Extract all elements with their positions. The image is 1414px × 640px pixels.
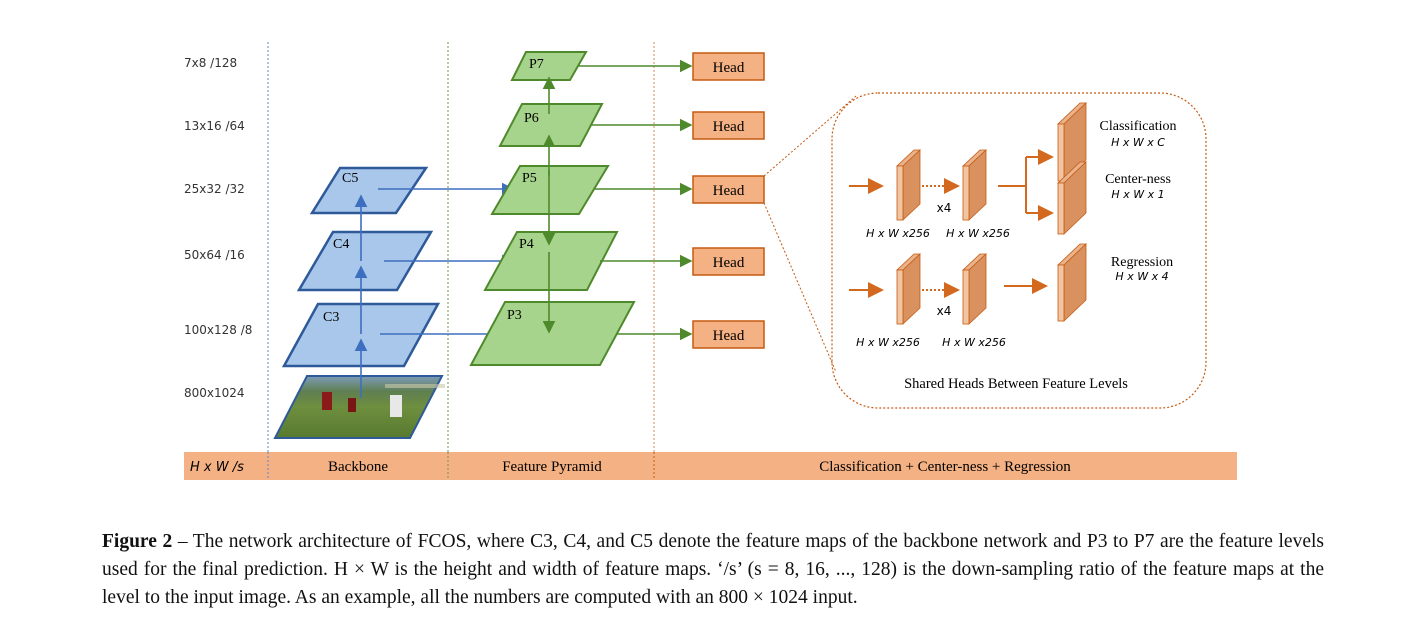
- feature-block: [1057, 182, 1065, 235]
- pyramid-p6: [498, 103, 604, 147]
- scale-label-p3: 100x128 /8: [184, 323, 252, 337]
- bottom-bar: [184, 452, 1237, 480]
- backbone-c5: [309, 166, 429, 215]
- head-box-p5: [692, 175, 765, 204]
- feature-block: [1057, 264, 1065, 322]
- scale-label-p6: 13x16 /64: [184, 119, 245, 133]
- pyramid-p4-label: P4: [519, 237, 534, 252]
- bottom-bar-heads-label: Classification + Center-ness + Regressio…: [819, 459, 1071, 475]
- shared-heads-lower-branch: [849, 243, 1087, 325]
- head-label-p5: Head: [713, 183, 745, 199]
- head-box-p6: [692, 111, 765, 140]
- caption-text: – The network architecture of FCOS, wher…: [102, 531, 1325, 608]
- shared-heads-upper-branch: [849, 102, 1087, 235]
- fcos-architecture-diagram: 7x8 /128 13x16 /64 25x32 /32 50x64 /16 1…: [184, 42, 1237, 480]
- backbone-c4-label: C4: [333, 237, 349, 252]
- head-label-p7: Head: [713, 60, 745, 76]
- head-label-p4: Head: [713, 255, 745, 271]
- output-centerness-label: Center-ness: [1105, 172, 1171, 187]
- pyramid-p6-label: P6: [524, 111, 539, 126]
- backbone-c3: [281, 302, 441, 368]
- figure-number: Figure 2: [102, 531, 173, 552]
- zoom-line: [763, 202, 837, 373]
- dim-label: H x W x256: [866, 227, 930, 240]
- feature-block: [1063, 243, 1087, 322]
- scale-label-p5: 25x32 /32: [184, 182, 245, 196]
- bottom-bar-pyramid-label: Feature Pyramid: [502, 459, 602, 475]
- repeat-label: x4: [937, 304, 952, 318]
- head-box-p4: [692, 247, 765, 276]
- pyramid-p5: [490, 165, 610, 215]
- output-centerness-dim: H x W x 1: [1111, 188, 1164, 201]
- dim-label: H x W x256: [942, 336, 1006, 349]
- pyramid-p5-label: P5: [522, 171, 537, 186]
- scale-label-p4: 50x64 /16: [184, 248, 245, 262]
- zoom-line: [763, 95, 857, 177]
- pyramid-p7-label: P7: [529, 57, 544, 72]
- pyramid-p7: [510, 51, 588, 81]
- feature-block: [896, 269, 904, 325]
- feature-block: [1057, 123, 1065, 182]
- backbone-c5-label: C5: [342, 171, 358, 186]
- output-regression-label: Regression: [1111, 255, 1173, 270]
- dim-label: H x W x256: [856, 336, 920, 349]
- backbone-c3-label: C3: [323, 310, 339, 325]
- bottom-bar-backbone-label: Backbone: [328, 459, 388, 475]
- repeat-label: x4: [937, 201, 952, 215]
- figure-caption: Figure 2 – The network architecture of F…: [102, 528, 1324, 612]
- output-classification-label: Classification: [1100, 119, 1177, 134]
- pyramid-p3-label: P3: [507, 308, 522, 323]
- head-box-p7: [692, 52, 765, 81]
- feature-block: [962, 165, 970, 221]
- head-label-p3: Head: [713, 328, 745, 344]
- head-label-p6: Head: [713, 119, 745, 135]
- shared-heads-title: Shared Heads Between Feature Levels: [904, 376, 1128, 392]
- output-regression-dim: H x W x 4: [1115, 270, 1168, 283]
- pyramid-p3: [469, 301, 636, 366]
- bottom-bar-hw-label: H x W /s: [190, 460, 244, 475]
- dim-label: H x W x256: [946, 227, 1010, 240]
- output-classification-dim: H x W x C: [1111, 136, 1165, 149]
- pyramid-p4: [483, 231, 619, 291]
- scale-label-input: 800x1024: [184, 386, 245, 400]
- feature-block: [896, 165, 904, 221]
- scale-label-p7: 7x8 /128: [184, 56, 237, 70]
- shared-heads-box: [831, 92, 1207, 409]
- head-box-p3: [692, 320, 765, 349]
- input-image: [273, 375, 445, 439]
- backbone-c4: [296, 230, 434, 292]
- feature-block: [962, 269, 970, 325]
